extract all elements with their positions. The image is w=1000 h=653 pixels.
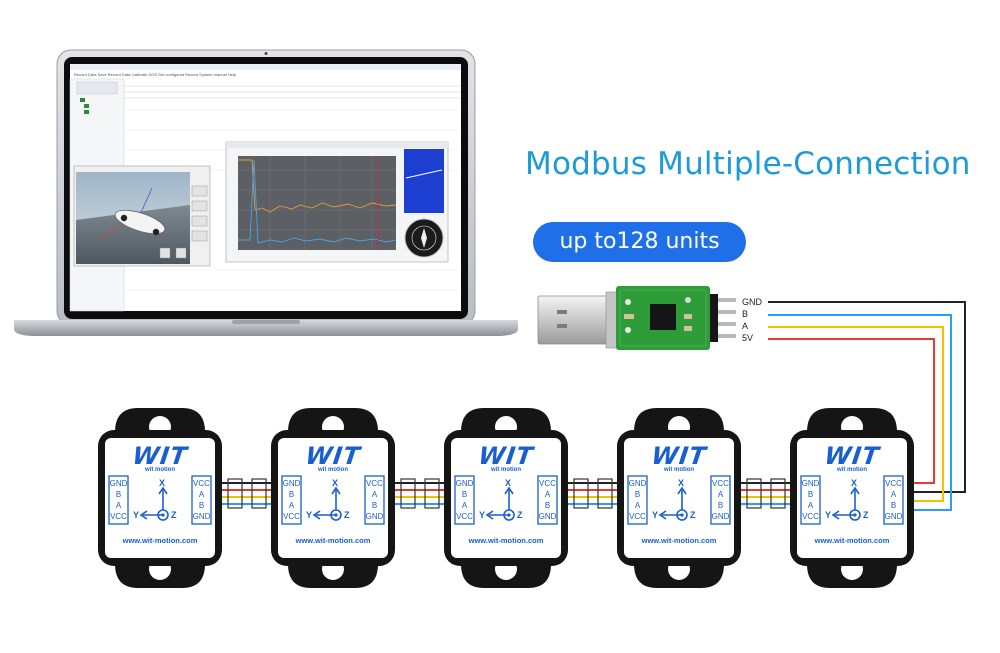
- sensor-module: [616, 407, 742, 589]
- sensor-module: [270, 407, 396, 589]
- unit-count-badge: up to128 units: [533, 222, 746, 262]
- pin-label-b: B: [742, 309, 748, 319]
- svg-text:Record Data Save Record Data: Record Data Save Record Data Calibrate D…: [74, 72, 237, 77]
- pin-label-a: A: [742, 321, 748, 331]
- laptop: Record Data Save Record Data Calibrate D…: [14, 49, 518, 336]
- sensor-module: [789, 407, 915, 589]
- bus-wires: [768, 301, 966, 511]
- sensor-module: [443, 407, 569, 589]
- headline: Modbus Multiple-Connection: [525, 146, 971, 182]
- sensor-module: [97, 407, 223, 589]
- pin-label-gnd: GND: [742, 297, 763, 307]
- usb-to-rs485-converter: [537, 286, 736, 350]
- sensor-chain: [97, 407, 915, 589]
- pin-label-5v: 5V: [742, 333, 753, 343]
